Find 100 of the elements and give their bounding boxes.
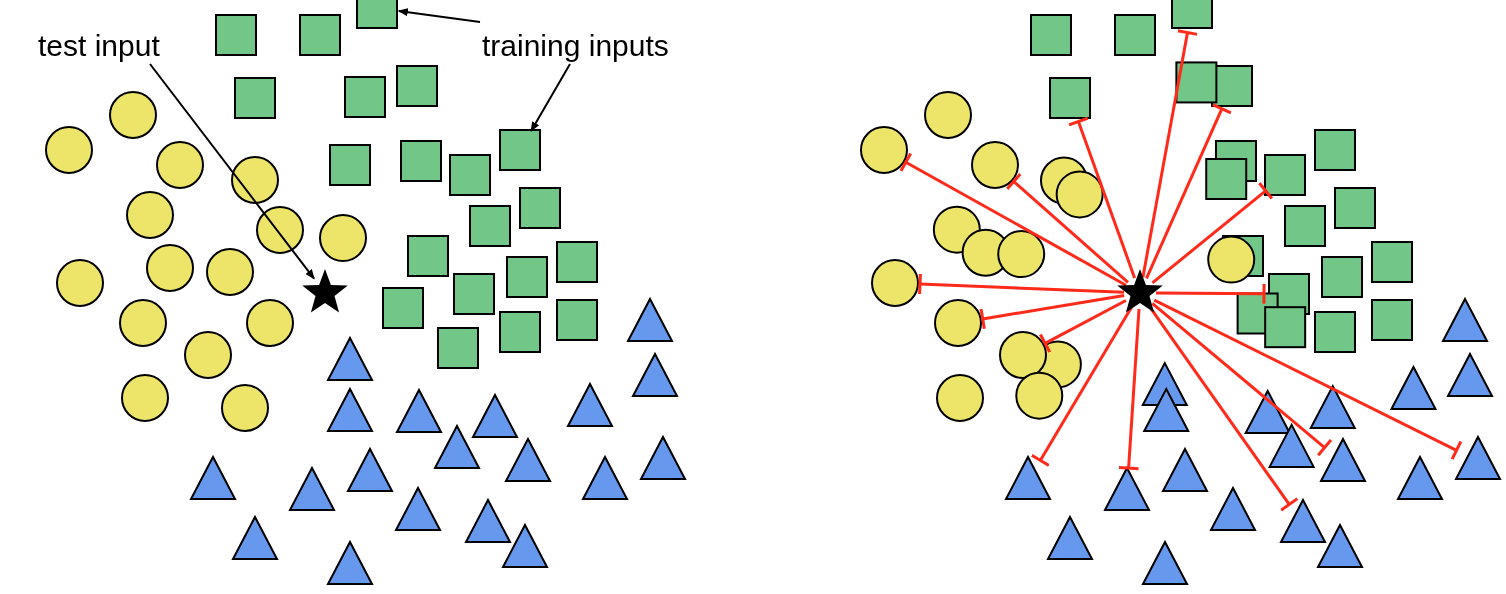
triangle-point (464, 497, 512, 543)
circle-point (934, 299, 982, 347)
circle-point (936, 374, 984, 422)
square-point (396, 65, 438, 107)
triangle-point (1267, 422, 1316, 468)
triangle-point (395, 387, 443, 433)
distance-line (1141, 29, 1199, 278)
circle-point (121, 374, 169, 422)
circle-point (156, 141, 204, 189)
circle-point (126, 191, 174, 239)
triangle-point (326, 386, 374, 432)
triangle-point (326, 335, 374, 381)
square-point (344, 76, 386, 118)
triangle-point (1441, 296, 1489, 342)
triangle-point (581, 454, 629, 500)
distance-line (1067, 116, 1136, 279)
triangle-point (471, 392, 519, 438)
square-point (437, 327, 479, 369)
square-point (1171, 0, 1213, 29)
triangle-point (231, 514, 279, 560)
triangle-point (1319, 436, 1367, 482)
triangle-point (639, 434, 687, 480)
triangle-point (288, 465, 336, 511)
circle-point (109, 91, 157, 139)
distance-line (1151, 181, 1274, 285)
triangle-point (1454, 434, 1502, 480)
distance-line (1153, 298, 1463, 461)
square-point (499, 129, 541, 171)
square-point (1321, 256, 1363, 298)
distance-line (1117, 308, 1141, 471)
square-point (1175, 61, 1218, 104)
triangle-point (1279, 497, 1327, 543)
circle-point (319, 214, 367, 262)
triangle-point (1004, 454, 1052, 500)
square-point (449, 154, 491, 196)
callout-label: test input (38, 28, 160, 64)
square-point (1205, 158, 1248, 200)
distance-line (899, 151, 1127, 287)
circle-point (971, 141, 1019, 189)
triangle-point (626, 296, 674, 342)
square-point (1371, 299, 1413, 341)
distance-line (918, 272, 1125, 296)
square-point (453, 273, 495, 315)
triangle-point (566, 381, 614, 427)
square-point (469, 205, 511, 247)
square-point (499, 311, 541, 353)
triangle-point (1209, 485, 1257, 531)
distance-line (1145, 103, 1233, 279)
triangle-point (504, 436, 552, 482)
distance-line (1005, 172, 1129, 284)
circle-point (206, 248, 254, 296)
square-point (1264, 154, 1306, 196)
circle-point (871, 259, 919, 307)
square-point (356, 0, 398, 29)
triangle-point (1141, 539, 1189, 585)
distance-line (1038, 299, 1127, 354)
square-point (1049, 77, 1091, 119)
triangle-point (1046, 514, 1094, 560)
circle-point (256, 206, 304, 254)
triangle-point (1161, 446, 1209, 492)
circle-point (1055, 170, 1104, 219)
triangle-point (394, 485, 442, 531)
circle-point (231, 156, 279, 204)
circle-point (119, 299, 167, 347)
leader-line (149, 63, 316, 280)
triangle-point (326, 539, 374, 585)
triangle-point (1446, 351, 1494, 397)
square-point (556, 299, 598, 341)
square-point (519, 187, 561, 229)
square-point (556, 241, 598, 283)
leader-line (530, 63, 571, 132)
square-point (329, 144, 371, 186)
triangle-point (189, 454, 237, 500)
circle-point (997, 230, 1046, 279)
callout-label: training inputs (482, 28, 669, 64)
square-point (1371, 241, 1413, 283)
triangle-point (346, 446, 394, 492)
square-point (215, 14, 257, 56)
circle-point (146, 244, 194, 292)
triangle-point (433, 423, 481, 469)
distance-line (1156, 282, 1266, 306)
triangle-point (1389, 364, 1438, 410)
circle-point (45, 126, 93, 174)
square-point (506, 256, 548, 298)
square-point (1114, 14, 1156, 56)
circle-point (999, 331, 1047, 379)
star-marker (1117, 269, 1163, 313)
circle-point (221, 384, 269, 432)
circle-point (924, 91, 972, 139)
square-point (407, 235, 449, 277)
distance-line (979, 294, 1125, 331)
triangle-point (501, 522, 549, 568)
circle-point (1015, 371, 1064, 420)
circle-point (246, 299, 294, 347)
triangle-point (1309, 383, 1357, 430)
square-point (1314, 129, 1356, 171)
circle-point (1207, 235, 1256, 284)
circle-point (860, 126, 908, 174)
distance-line (1151, 302, 1333, 457)
square-point (234, 77, 276, 119)
